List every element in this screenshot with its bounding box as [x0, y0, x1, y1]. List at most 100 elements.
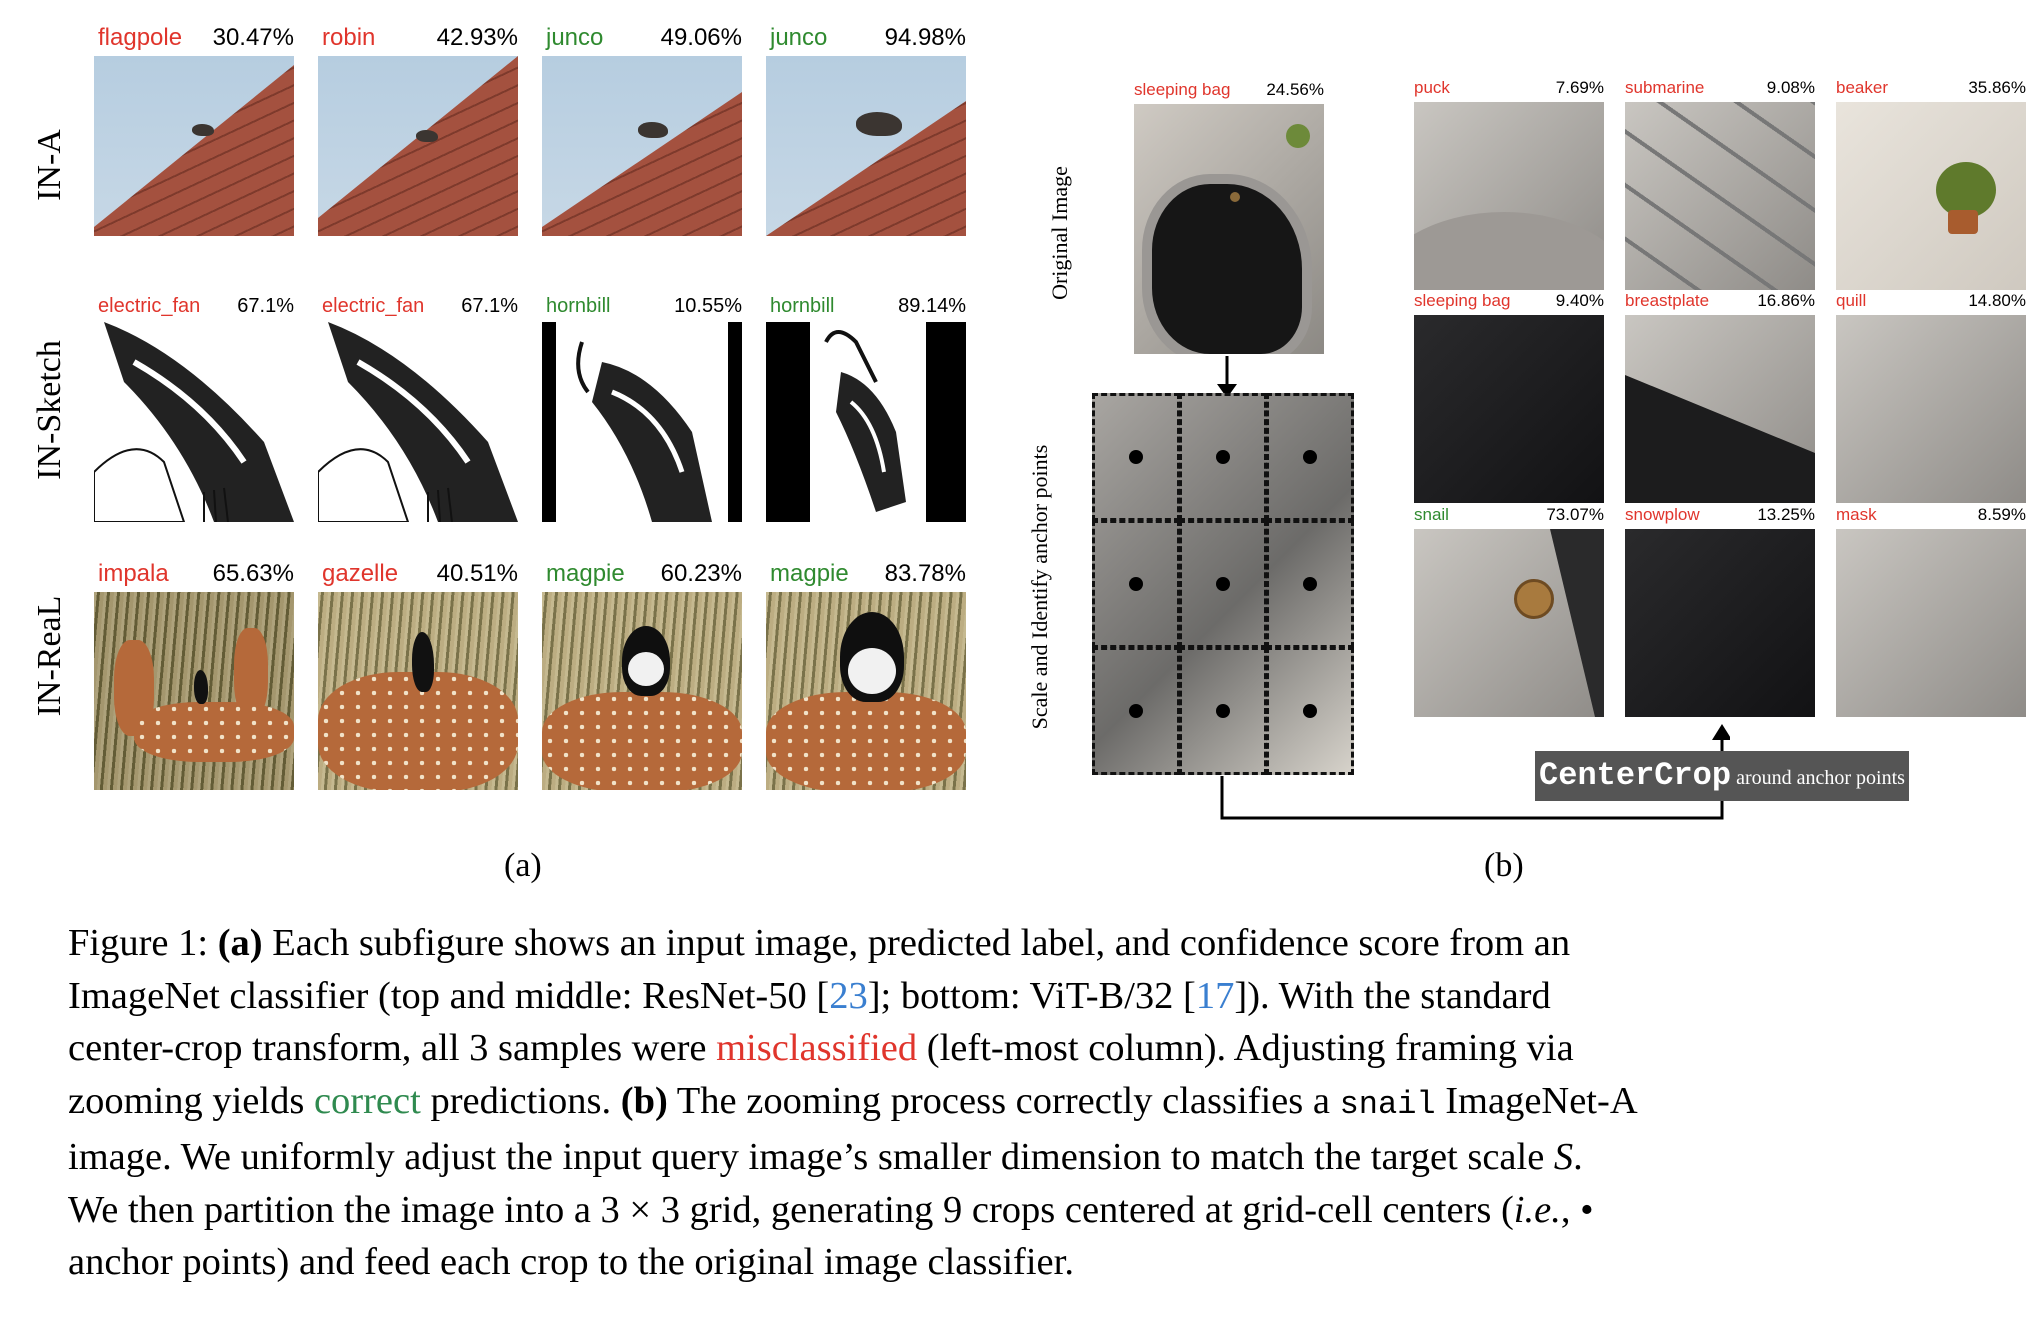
pred-label: hornbill — [546, 295, 611, 317]
deer-magpie-image — [766, 592, 966, 790]
pred-label: quill — [1836, 291, 1867, 310]
anchor-grid — [1092, 393, 1354, 775]
crop-tile-7: snail 73.07% — [1414, 505, 1604, 717]
citation-link[interactable]: 17 — [1195, 974, 1235, 1017]
confidence: 24.56% — [1266, 80, 1324, 99]
caption-text: , • — [1560, 1188, 1594, 1231]
deer-magpie-image — [318, 592, 518, 790]
pred-label: junco — [770, 24, 828, 51]
anchor-point-dot — [1129, 704, 1143, 718]
grid-cell — [1266, 647, 1354, 775]
citation-link[interactable]: 23 — [829, 974, 868, 1017]
confidence: 7.69% — [1555, 78, 1604, 97]
sketch-image — [318, 322, 518, 522]
anchor-point-dot — [1216, 577, 1230, 591]
centercrop-mono: CenterCrop — [1539, 757, 1732, 794]
confidence: 16.86% — [1757, 291, 1815, 310]
confidence: 60.23% — [660, 560, 742, 587]
arrow-down-icon — [1217, 356, 1237, 398]
crop-tile-1: puck 7.69% — [1414, 78, 1604, 290]
crop-tile-2: submarine 9.08% — [1625, 78, 1815, 290]
snail-original-image — [1134, 104, 1324, 354]
crop-tile-4: sleeping bag 9.40% — [1414, 291, 1604, 503]
crop-image — [1625, 529, 1815, 717]
caption-text: (left-most column). Adjusting framing vi… — [917, 1027, 1574, 1069]
pred-label: gazelle — [322, 560, 399, 587]
pred-label: submarine — [1625, 78, 1705, 97]
confidence: 67.1% — [461, 295, 518, 317]
subfigure-label-a: (a) — [504, 847, 542, 884]
roof-bird-image — [766, 56, 966, 236]
caption-snail: snail — [1339, 1085, 1436, 1123]
sketch-image — [766, 322, 966, 522]
centercrop-label-box: CenterCrop around anchor points — [1535, 751, 1909, 801]
caption-correct: correct — [313, 1079, 421, 1122]
figure-caption: Figure 1: (a) Each subfigure shows an in… — [68, 917, 1988, 1289]
pred-label: mask — [1836, 505, 1877, 524]
pred-label: hornbill — [770, 295, 835, 317]
roof-bird-image — [542, 56, 742, 236]
confidence: 42.93% — [436, 24, 518, 51]
grid-cell — [1092, 520, 1180, 648]
caption-text: The zooming process correctly classifies… — [667, 1079, 1340, 1122]
pred-label: impala — [98, 560, 169, 587]
centercrop-text: around anchor points — [1731, 767, 1905, 789]
crop-image — [1414, 529, 1604, 717]
anchor-point-dot — [1303, 450, 1317, 464]
confidence: 14.80% — [1968, 291, 2026, 310]
confidence: 8.59% — [1977, 505, 2026, 524]
confidence: 83.78% — [884, 560, 966, 587]
confidence: 13.25% — [1757, 505, 1815, 524]
grid-cell — [1092, 647, 1180, 775]
roof-bird-image — [94, 56, 294, 236]
roof-bird-image — [318, 56, 518, 236]
deer-magpie-image — [94, 592, 294, 790]
confidence: 30.47% — [212, 24, 294, 51]
pred-label: snail — [1414, 505, 1449, 524]
caption-text: ImageNet classifier (top and middle: Res… — [68, 974, 830, 1017]
confidence: 73.07% — [1546, 505, 1604, 524]
confidence: 67.1% — [237, 295, 294, 317]
caption-misclassified: misclassified — [716, 1027, 918, 1069]
confidence: 10.55% — [674, 295, 742, 317]
grid-cell — [1179, 647, 1267, 775]
caption-scale-symbol: S — [1553, 1136, 1574, 1178]
confidence: 94.98% — [884, 24, 966, 51]
confidence: 9.08% — [1766, 78, 1815, 97]
tile-in-a-4: junco 94.98% — [766, 16, 966, 236]
subfigure-label-b: (b) — [1484, 847, 1524, 884]
pred-label: robin — [322, 24, 376, 51]
caption-text: ]). With the standard — [1234, 974, 1551, 1017]
caption-text: We then partition the image into a 3 × 3… — [68, 1188, 1514, 1231]
anchor-point-dot — [1303, 577, 1317, 591]
crop-image — [1414, 102, 1604, 290]
pred-label: flagpole — [98, 24, 183, 51]
caption-a: (a) — [217, 922, 263, 964]
crop-image — [1836, 529, 2026, 717]
caption-ie: i.e. — [1513, 1188, 1561, 1231]
grid-cell — [1179, 393, 1267, 521]
confidence: 49.06% — [660, 24, 742, 51]
caption-text: ]; bottom: ViT-B/32 [ — [867, 974, 1196, 1017]
anchor-point-dot — [1216, 704, 1230, 718]
anchor-point-dot — [1129, 577, 1143, 591]
confidence: 9.40% — [1555, 291, 1604, 310]
deer-magpie-image — [542, 592, 742, 790]
crop-image — [1836, 315, 2026, 503]
sketch-image — [542, 322, 742, 522]
pred-label: puck — [1414, 78, 1450, 97]
tile-in-sketch-3: hornbill 10.55% — [542, 282, 742, 522]
pred-label: sleeping bag — [1414, 291, 1511, 310]
caption-text: ImageNet-A — [1435, 1079, 1638, 1122]
caption-b: (b) — [620, 1079, 668, 1122]
crop-image — [1836, 102, 2026, 290]
